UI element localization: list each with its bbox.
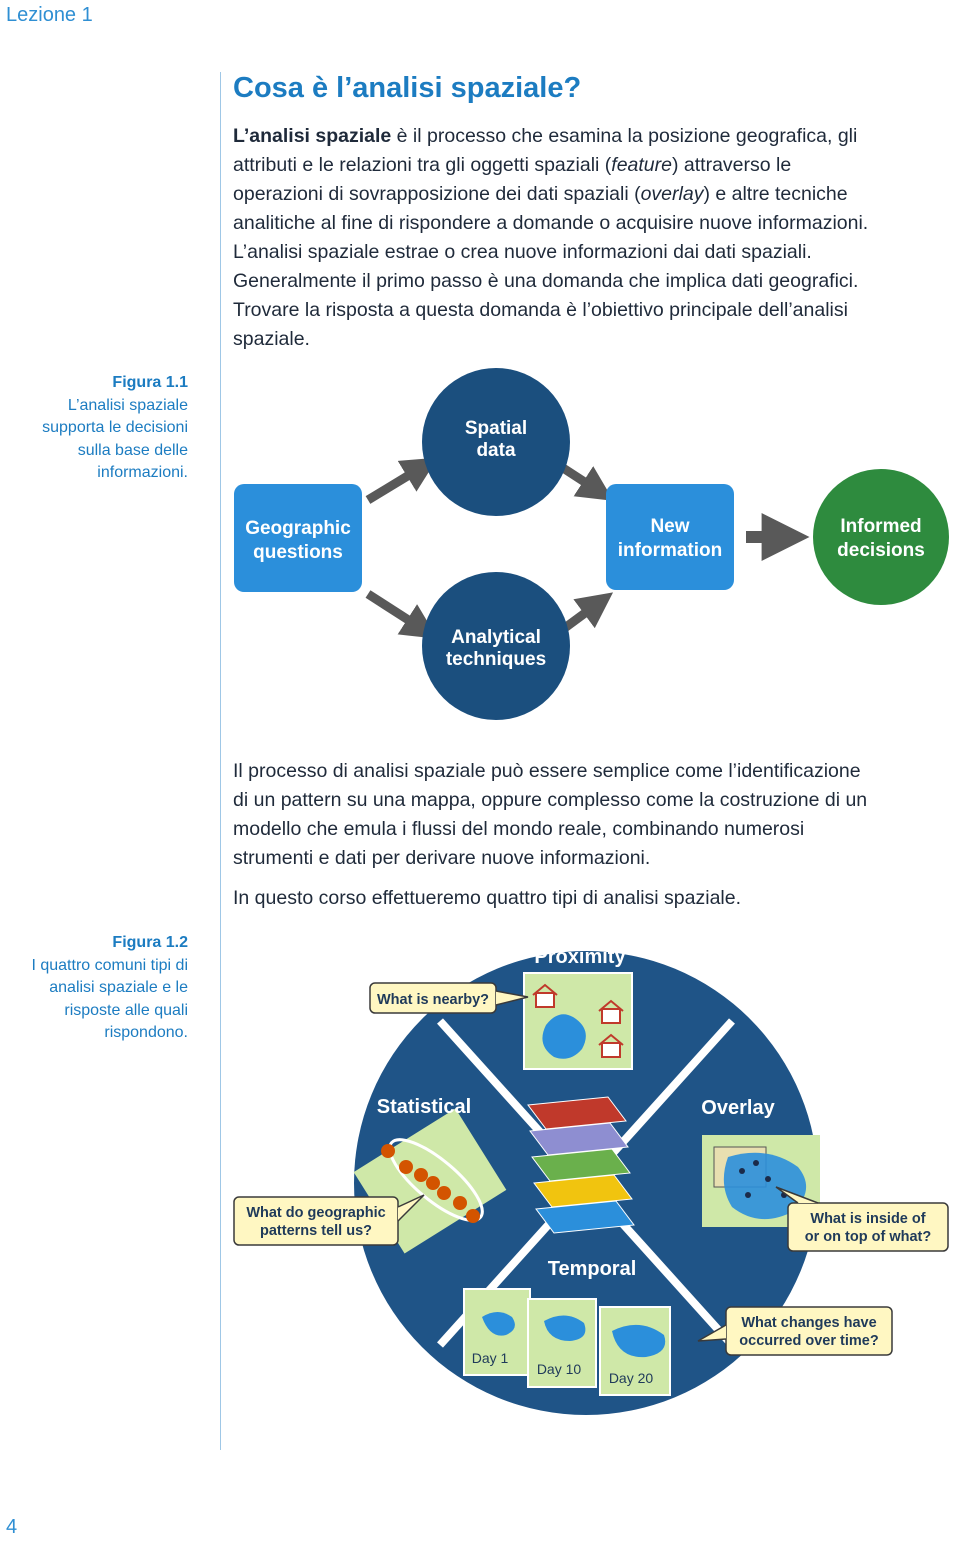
process-line-1: Il processo di analisi spaziale può esse… [233,760,861,782]
figure-1-caption-text: L’analisi spaziale supporta le decisioni… [42,396,188,482]
informed-decisions-label-1: Informed [840,516,921,537]
callout-inside [775,1186,949,1252]
house-icon [598,999,624,1024]
intro-line-2b: ) attraverso le [672,154,792,176]
process-paragraph: Il processo di analisi spaziale può esse… [233,757,951,873]
temporal-panel-day-20 [599,1306,671,1396]
day-1-label: Day 1 [472,1350,509,1366]
figure-1-caption: Figura 1.1 L’analisi spaziale supporta l… [8,372,188,485]
geographic-questions-node [234,484,362,592]
process-line-4: strumenti e dati per derivare nuove info… [233,847,651,869]
callout-nearby-text: What is nearby? [377,992,489,1008]
figure-2-caption-text: I quattro comuni tipi di analisi spazial… [31,956,188,1042]
house-icon [532,983,558,1008]
day-10-label: Day 10 [537,1361,582,1377]
intro-line-4: analitiche al fine di rispondere a doman… [233,212,869,234]
analytical-techniques-label-1: Analytical [451,627,541,648]
callout-changes [697,1306,893,1356]
analytical-techniques-node [422,572,570,720]
intro-overlay-term: overlay [640,183,704,205]
informed-decisions-node [813,469,949,605]
intro-line-1: è il processo che esamina la posizione g… [391,125,858,147]
callout-changes-text-1: What changes have [741,1315,876,1331]
page-number: 4 [6,1516,18,1538]
overlay-layer-stack [527,1096,635,1234]
process-line-3: modello che emula i flussi del mondo rea… [233,818,805,840]
arrow-questions-to-techniques [365,590,438,639]
callout-inside-text-1: What is inside of [810,1211,925,1227]
section-title: Cosa è l’analisi spaziale? [233,72,582,104]
callout-patterns [233,1194,425,1246]
intro-term: L’analisi spaziale [233,125,392,147]
statistical-label: Statistical [377,1096,471,1118]
figure-1-diagram: Spatial data Geographic questions New in… [234,368,949,720]
new-information-label-1: New [650,516,689,537]
analytical-techniques-label-2: techniques [446,649,546,670]
intro-line-2a: attributi e le relazioni tra gli oggetti… [233,154,612,176]
callout-patterns-text-2: patterns tell us? [260,1223,372,1239]
spatial-data-label-1: Spatial [465,418,527,439]
geographic-questions-label-2: questions [253,542,343,563]
temporal-panel-day-1 [463,1288,531,1376]
spatial-data-node [422,368,570,516]
arrow-techniques-to-information [559,592,614,634]
figure-2-diagram: Proximity Statistical Overlay [233,946,949,1415]
lake-shape [542,1014,586,1059]
course-paragraph: In questo corso effettueremo quattro tip… [233,887,742,909]
margin-rule [220,72,221,1450]
intro-paragraph: L’analisi spaziale è il processo che esa… [233,122,951,354]
day-20-label: Day 20 [609,1370,654,1386]
new-information-node [606,484,734,590]
proximity-label: Proximity [534,946,626,968]
intro-line-6: Generalmente il primo passo è una domand… [233,270,859,292]
callout-nearby [369,982,529,1014]
callout-patterns-text-1: What do geographic [246,1205,385,1221]
new-information-label-2: information [618,540,723,561]
intro-feature-term: feature [611,154,672,176]
lesson-label: Lezione 1 [6,4,93,26]
figure-1-number: Figura 1.1 [112,374,188,391]
intro-line-3a: operazioni di sovrapposizione dei dati s… [233,183,641,205]
intro-line-7: Trovare la risposta a questa domanda è l… [233,299,848,321]
process-line-2: di un pattern su una mappa, oppure compl… [233,789,868,811]
intro-line-3b: ) e altre tecniche [703,183,848,205]
temporal-panel-day-10 [527,1298,597,1388]
spatial-data-label-2: data [476,440,516,461]
overlay-label: Overlay [701,1097,775,1119]
intro-line-5: L’analisi spaziale estrae o crea nuove i… [233,241,812,263]
house-icon [598,1033,624,1058]
arrow-questions-to-data [365,457,438,504]
geographic-questions-label-1: Geographic [245,518,351,539]
intro-line-8: spaziale. [233,328,310,350]
figure-2-number: Figura 1.2 [112,934,188,951]
figure-2-caption: Figura 1.2 I quattro comuni tipi di anal… [8,932,188,1045]
arrow-data-to-information [557,462,614,501]
callout-changes-text-2: occurred over time? [739,1333,879,1349]
temporal-label: Temporal [548,1258,637,1280]
proximity-panel [523,972,633,1070]
callout-inside-text-2: or on top of what? [805,1229,932,1245]
informed-decisions-label-2: decisions [837,540,925,561]
